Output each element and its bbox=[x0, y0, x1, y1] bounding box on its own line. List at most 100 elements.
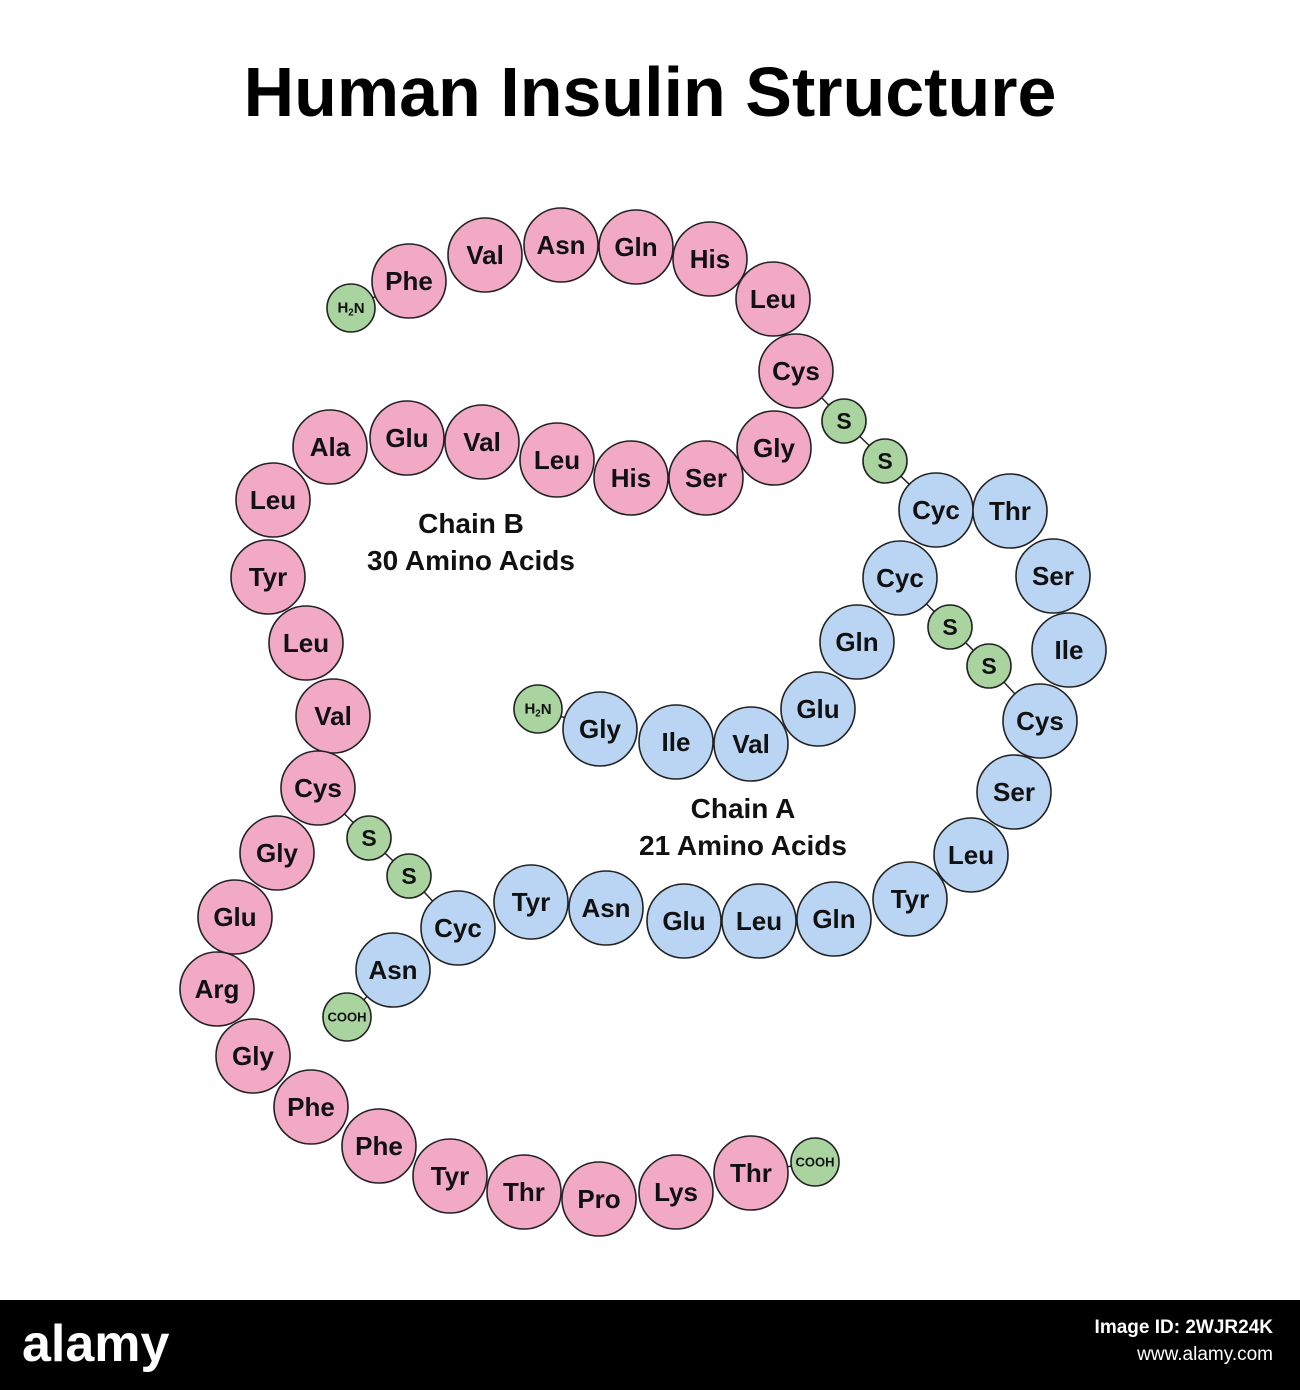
chain-a-c-terminal: COOH bbox=[322, 992, 372, 1042]
residue-label: Thr bbox=[730, 1158, 772, 1188]
chain-b-residue: Tyr bbox=[412, 1138, 488, 1214]
chain-a-label: Chain A 21 Amino Acids bbox=[593, 790, 893, 864]
residue-circle bbox=[872, 861, 948, 937]
residue-circle bbox=[292, 409, 368, 485]
residue-label: Val bbox=[732, 729, 770, 759]
residue-label: Asn bbox=[581, 893, 630, 923]
residue-label: Tyr bbox=[891, 884, 930, 914]
chain-b-residue: Thr bbox=[486, 1154, 562, 1230]
chain-a-residue: Thr bbox=[972, 473, 1048, 549]
residue-label: Ala bbox=[310, 432, 351, 462]
residue-circle bbox=[444, 404, 520, 480]
chain-b-residue: Tyr bbox=[230, 539, 306, 615]
residue-label: Phe bbox=[355, 1131, 403, 1161]
residue-label: S bbox=[836, 408, 851, 434]
residue-label: Glu bbox=[385, 423, 428, 453]
residue-label: Tyr bbox=[249, 562, 288, 592]
residue-circle bbox=[821, 398, 867, 444]
chain-b-n-terminal: H2N bbox=[326, 283, 376, 333]
residue-label: Gln bbox=[835, 627, 878, 657]
chain-b-residue: Cys bbox=[758, 333, 834, 409]
residue-circle bbox=[933, 817, 1009, 893]
residue-circle bbox=[927, 604, 973, 650]
residue-circle bbox=[493, 864, 569, 940]
residue-circle bbox=[519, 422, 595, 498]
residue-label: His bbox=[690, 244, 730, 274]
residue-label: S bbox=[361, 825, 376, 851]
residue-circle bbox=[972, 473, 1048, 549]
residue-label: Pro bbox=[577, 1184, 620, 1214]
chain-b-residue: Leu bbox=[268, 605, 344, 681]
chain-b-residue: His bbox=[672, 221, 748, 297]
chain-a-residue: Ser bbox=[1015, 538, 1091, 614]
residue-label: Gly bbox=[753, 433, 795, 463]
chain-b-residue: Gln bbox=[598, 209, 674, 285]
residue-circle bbox=[523, 207, 599, 283]
chain-b-residue: Gly bbox=[215, 1018, 291, 1094]
residue-label: Thr bbox=[989, 496, 1031, 526]
chain-b-residue: Glu bbox=[197, 879, 273, 955]
residue-label: Cys bbox=[1016, 706, 1064, 736]
residue-label: Phe bbox=[385, 266, 433, 296]
residue-circle bbox=[355, 932, 431, 1008]
chain-b-residue: Phe bbox=[371, 243, 447, 319]
residue-circle bbox=[736, 410, 812, 486]
residue-circle bbox=[235, 462, 311, 538]
chain-b-residue: Gly bbox=[736, 410, 812, 486]
residue-circle bbox=[966, 643, 1012, 689]
residue-circle bbox=[735, 261, 811, 337]
residue-circle bbox=[273, 1069, 349, 1145]
residue-label: Tyr bbox=[512, 887, 551, 917]
chain-b-residue: Ala bbox=[292, 409, 368, 485]
residue-label: Leu bbox=[948, 840, 994, 870]
residue-circle bbox=[295, 678, 371, 754]
chain-b-residue: Leu bbox=[735, 261, 811, 337]
residue-circle bbox=[386, 853, 432, 899]
image-id: Image ID: 2WJR24K bbox=[1094, 1317, 1273, 1338]
residue-label: COOH bbox=[328, 1010, 367, 1025]
residue-circle bbox=[268, 605, 344, 681]
residue-circle bbox=[447, 217, 523, 293]
residue-label: Cys bbox=[294, 773, 342, 803]
chain-a-residue: Ile bbox=[1031, 612, 1107, 688]
residue-label: Val bbox=[466, 240, 504, 270]
residue-circle bbox=[1031, 612, 1107, 688]
residue-label: Ser bbox=[685, 463, 727, 493]
residue-label: Glu bbox=[662, 906, 705, 936]
residue-circle bbox=[672, 221, 748, 297]
chain-b-residue: Val bbox=[444, 404, 520, 480]
chain-a-residue: Leu bbox=[721, 883, 797, 959]
residue-circle bbox=[215, 1018, 291, 1094]
chain-b-c-terminal: COOH bbox=[790, 1137, 840, 1187]
chain-a-residue: Tyr bbox=[872, 861, 948, 937]
chain-b-residue: Phe bbox=[341, 1108, 417, 1184]
residue-label: Cys bbox=[772, 356, 820, 386]
residue-label: Val bbox=[314, 701, 352, 731]
chain-a-residue: Tyr bbox=[493, 864, 569, 940]
residue-label: Cyc bbox=[434, 913, 482, 943]
residue-circle bbox=[796, 881, 872, 957]
residue-circle bbox=[668, 440, 744, 516]
chain-a-count: 21 Amino Acids bbox=[639, 830, 847, 861]
chain-a-residue: Ile bbox=[638, 704, 714, 780]
chain-a-residue: Asn bbox=[355, 932, 431, 1008]
residue-circle bbox=[819, 604, 895, 680]
residue-label: Thr bbox=[503, 1177, 545, 1207]
residue-label: S bbox=[981, 653, 996, 679]
residue-label: His bbox=[611, 463, 651, 493]
chain-b-residue: Lys bbox=[638, 1154, 714, 1230]
chain-b-residue: Gly bbox=[239, 815, 315, 891]
residue-circle bbox=[280, 750, 356, 826]
chain-a-residue: Ser bbox=[976, 754, 1052, 830]
chain-b-residue: Cys bbox=[280, 750, 356, 826]
chain-b-residue: Ser bbox=[668, 440, 744, 516]
chain-a-residue: Gln bbox=[819, 604, 895, 680]
residue-circle bbox=[179, 951, 255, 1027]
sulfur-atom: S bbox=[821, 398, 867, 444]
residue-label: Leu bbox=[534, 445, 580, 475]
residue-circle bbox=[230, 539, 306, 615]
residue-circle bbox=[1015, 538, 1091, 614]
residue-label: Leu bbox=[283, 628, 329, 658]
chain-a-residue: Gly bbox=[562, 691, 638, 767]
